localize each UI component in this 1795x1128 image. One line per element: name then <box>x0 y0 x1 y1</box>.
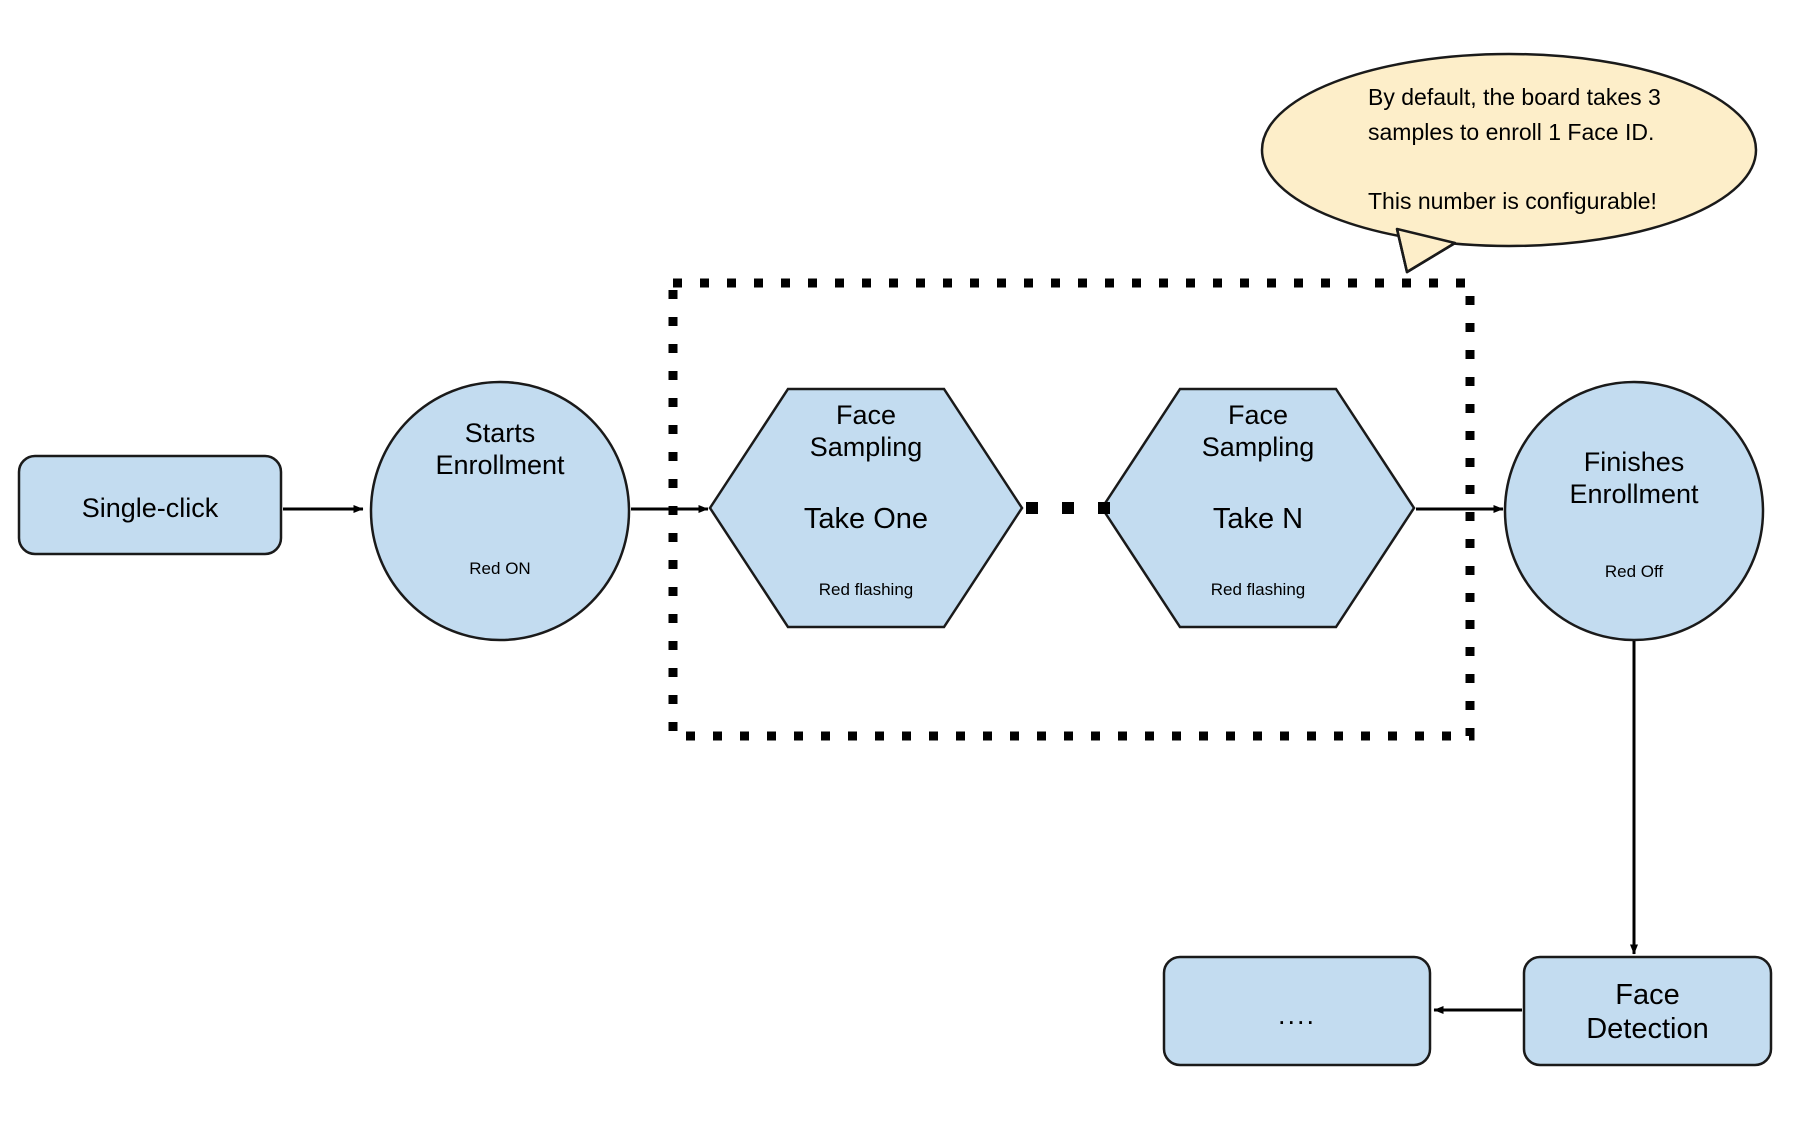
node-face-sampling-take-n-shape[interactable] <box>1100 387 1416 629</box>
callout-balloon <box>1260 52 1758 274</box>
node-face-detection-shape[interactable] <box>1522 955 1773 1067</box>
node-face-sampling-take-one-shape[interactable] <box>708 387 1024 629</box>
node-ellipsis-next-shape[interactable] <box>1162 955 1432 1067</box>
node-single-click-shape[interactable] <box>17 454 283 556</box>
node-starts-enrollment-shape[interactable] <box>369 380 631 642</box>
hexagon-sequence-ellipsis <box>1026 502 1110 514</box>
node-finishes-enrollment-shape[interactable] <box>1503 380 1765 642</box>
